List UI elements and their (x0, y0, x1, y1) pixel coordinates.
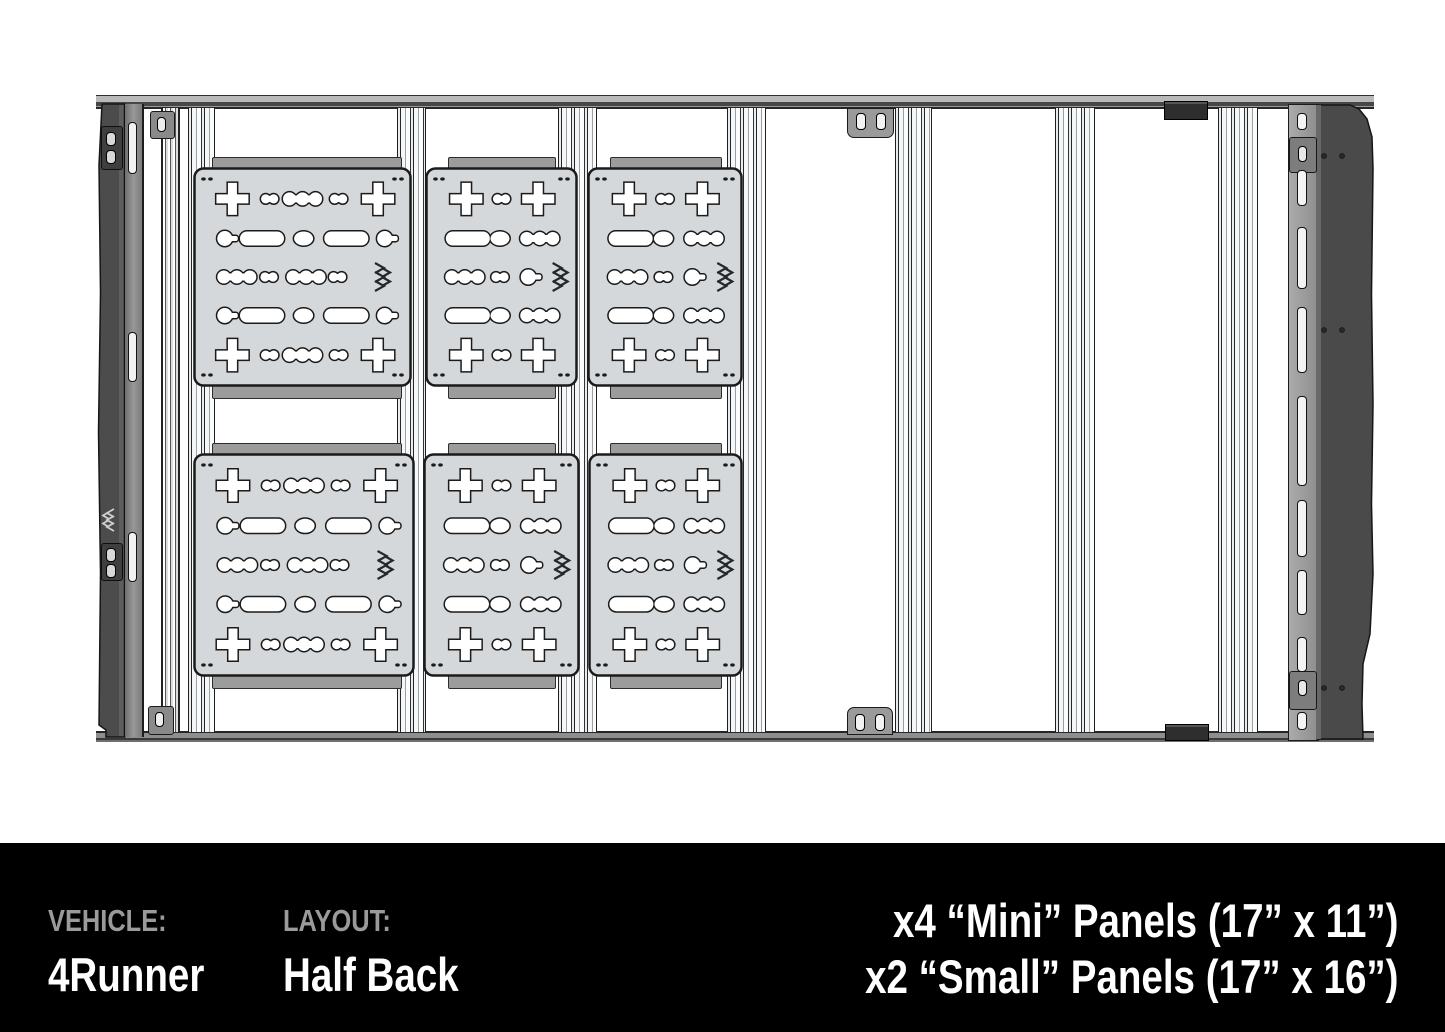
clamp-slot (155, 712, 164, 727)
clamp-slot (106, 150, 116, 164)
mount-bracket-bottom (847, 707, 893, 735)
accessory-panel-small-4 (193, 453, 415, 677)
mount-clamp-top-left (150, 111, 175, 139)
rail-slot (1297, 396, 1307, 486)
layout-label-text: LAYOUT: (283, 903, 391, 938)
accessory-panel-small-1 (193, 167, 412, 387)
vehicle-value-text: 4Runner (48, 948, 205, 1001)
layout-label: LAYOUT: (283, 903, 414, 939)
rail-slot (1297, 307, 1307, 373)
roof-clamp-bottom (1165, 724, 1209, 741)
rail-slot (128, 332, 137, 382)
vehicle-label-text: VEHICLE: (48, 903, 167, 938)
right-side-wing (1316, 104, 1374, 740)
brand-logo-mark (377, 550, 395, 580)
brand-logo-mark (552, 262, 570, 292)
clamp-slot (106, 564, 116, 578)
accessory-panel-mini-2 (425, 167, 578, 387)
right-rail-clamp-top (1289, 137, 1317, 173)
layout-value-text: Half Back (283, 948, 459, 1001)
rail-slot (1297, 170, 1307, 206)
clamp-slot (106, 132, 116, 146)
summary-mini-text: x4 “Mini” Panels (17” x 11”) (892, 894, 1398, 947)
rail-slot (1297, 570, 1307, 615)
rail-slot (1297, 712, 1307, 730)
footer-bar: VEHICLE: 4Runner LAYOUT: Half Back x4 “M… (0, 843, 1445, 1032)
bracket-hole (855, 714, 865, 731)
accessory-panel-mini-5 (423, 453, 580, 677)
rail-slot (1297, 113, 1307, 130)
bracket-hole (876, 113, 886, 130)
left-rail-clamp-bottom (101, 543, 123, 581)
vehicle-label: VEHICLE: (48, 903, 193, 939)
bracket-hole (875, 714, 885, 731)
vehicle-value: 4Runner (48, 947, 239, 1002)
summary-small-text: x2 “Small” Panels (17” x 16”) (864, 950, 1398, 1003)
panel-summary: x4 “Mini” Panels (17” x 11”) x2 “Small” … (748, 893, 1398, 1005)
left-rail-clamp-top (101, 126, 123, 170)
clamp-slot (106, 548, 116, 562)
rail-slot (128, 122, 137, 174)
rail-slot (1297, 637, 1307, 672)
left-side-rail (124, 104, 144, 737)
right-rail-clamp-bottom (1289, 671, 1317, 710)
crossbar-7 (1218, 108, 1258, 732)
brand-logo-mark (374, 262, 393, 292)
crossbar-left-edge (161, 108, 180, 732)
clamp-slot (1298, 680, 1307, 696)
accessory-panel-mini-6 (588, 453, 743, 677)
mount-clamp-bottom-left (148, 706, 174, 735)
accessory-panel-mini-3 (587, 167, 743, 387)
summary-line-mini: x4 “Mini” Panels (17” x 11”) (748, 893, 1398, 949)
clamp-slot (1298, 146, 1307, 162)
left-side-wing (97, 103, 126, 738)
rack-rail-top (96, 95, 1374, 109)
rail-slot (1297, 227, 1307, 289)
crossbar-6 (1055, 108, 1095, 732)
rail-slot (128, 532, 137, 582)
brand-logo-mark (716, 262, 735, 292)
brand-logo-mark-left (101, 508, 115, 532)
roof-clamp-top (1164, 101, 1208, 120)
rack-rail-bottom (96, 731, 1374, 742)
rail-slot (1297, 500, 1307, 557)
crossbar-5 (895, 108, 932, 732)
clamp-slot (157, 117, 166, 132)
brand-logo-mark (553, 550, 572, 580)
brand-logo-mark (716, 550, 735, 580)
summary-line-small: x2 “Small” Panels (17” x 16”) (748, 949, 1398, 1005)
layout-value: Half Back (283, 947, 497, 1002)
bracket-hole (856, 113, 866, 130)
mount-bracket-top (847, 108, 894, 138)
